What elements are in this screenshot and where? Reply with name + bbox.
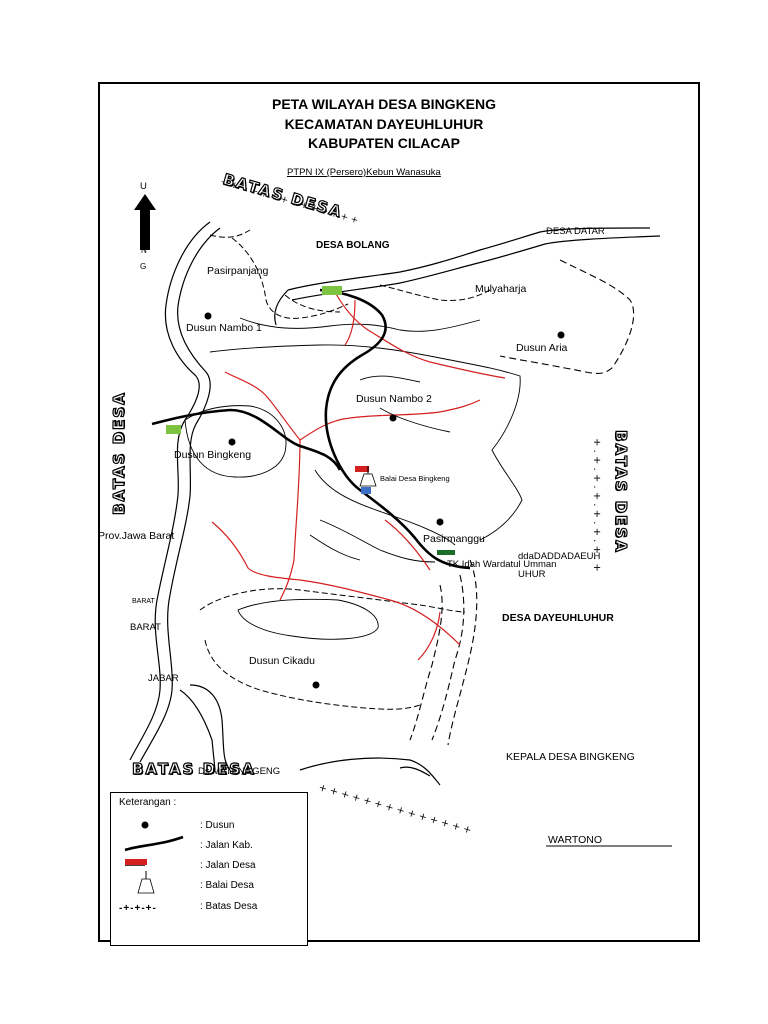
jalan-kab-west (151, 408, 342, 471)
north-label-u: U (140, 181, 147, 192)
legend-label-dusun: : Dusun (200, 820, 235, 831)
desa-datar-label: DESA DATAR (546, 226, 605, 237)
dot-pasirmanggu (436, 518, 444, 526)
legend-label-jalan-kab: : Jalan Kab. (200, 840, 253, 851)
south-boundary-2 (399, 766, 431, 777)
dusun-cikadu-label: Dusun Cikadu (249, 655, 315, 667)
pasirpanjang-label: Pasirpanjang (207, 265, 269, 277)
desa-bolang-label: DESA BOLANG (316, 240, 390, 251)
jalan-desa-6 (384, 519, 431, 571)
title-line-2: KECAMATAN DAYEUHLUHUR (284, 116, 484, 132)
desa-dayeuhluhur-label: DESA DAYEUHLUHUR (502, 612, 614, 624)
legend-jalan-kab-icon (124, 835, 184, 852)
batas-desa-right-line: + . + . + . + . + . + . + . + (591, 438, 602, 572)
legend-title: Keterangan : (119, 797, 177, 808)
dusun-boundary-f (209, 229, 251, 238)
jalan-desa-7 (344, 299, 356, 346)
balai-desa-icon (355, 466, 377, 494)
svg-text:+ . + . + . + . + . + . + . +: + . + . + . + . + . + . + . + (591, 438, 602, 572)
dusun-boundary-e (204, 639, 421, 710)
east-boundary-dashed-2 (431, 574, 465, 741)
north-arrow-icon (134, 194, 156, 250)
dot-cikadu (312, 681, 320, 689)
wartono-label: WARTONO (548, 834, 603, 846)
contour-6 (309, 534, 361, 561)
green-marker-west (166, 425, 181, 434)
dot-nambo1 (204, 312, 212, 320)
contour-8 (359, 375, 421, 383)
dot-aria (557, 331, 565, 339)
contour-2 (209, 344, 523, 541)
village-boundary-outer (129, 221, 211, 761)
green-marker-north (322, 286, 342, 295)
pasirmanggu-label: Pasirmanggu (423, 533, 485, 545)
map-frame (98, 82, 700, 942)
contour-7 (237, 598, 379, 640)
mulyaharja-label: Mulyaharja (475, 283, 527, 295)
dusun-nambo1-label: Dusun Nambo 1 (186, 322, 262, 334)
ds-matenggeng-label: Ds.MATENGGENG (198, 766, 281, 777)
barat-label-2: BARAT (130, 622, 161, 633)
batas-desa-bottom-line: + + + + + + + + + + + + + + (317, 782, 473, 836)
west-boundary-lower (179, 689, 216, 771)
legend-label-batas-desa: : Batas Desa (200, 901, 258, 912)
contour-3 (184, 405, 287, 478)
batas-desa-bottom: BATAS DESA (131, 759, 256, 778)
dusun-nambo2-label: Dusun Nambo 2 (356, 393, 432, 405)
legend-jalan-desa-icon (125, 859, 147, 865)
title-line-3: KABUPATEN CILACAP (308, 135, 460, 151)
legend-box: Keterangan : -+-+-+- : Dusun : Jalan Kab… (110, 792, 308, 946)
legend-balai-desa-icon (137, 871, 155, 894)
tk-label: TK Idah Wardatul Umman (447, 559, 557, 570)
dusun-boundary-a (231, 237, 349, 319)
jalan-desa-2 (224, 371, 301, 441)
barat-label-1: BARAT (132, 598, 155, 605)
batas-desa-right: BATAS DESA (611, 429, 630, 554)
south-boundary (299, 757, 441, 786)
prov-jabar-label: Prov.Jawa Barat (98, 530, 175, 542)
dusun-boundary-c (284, 294, 341, 313)
legend-border-icon: -+-+-+- (119, 903, 157, 914)
north-road-2 (291, 235, 661, 301)
north-road-3 (274, 289, 289, 326)
village-boundary-inner (139, 227, 221, 763)
east-boundary-dashed-3 (409, 584, 443, 741)
dot-nambo2 (389, 414, 397, 422)
jalan-desa-5 (211, 521, 461, 646)
legend-label-balai-desa: : Balai Desa (200, 880, 254, 891)
contour-9 (379, 407, 451, 433)
contour-5 (319, 519, 436, 563)
jalan-desa-8 (417, 611, 441, 661)
dda-label: ddaDADDADAEUH (518, 551, 601, 562)
east-boundary-dashed (499, 259, 635, 374)
legend-label-jalan-desa: : Jalan Desa (200, 860, 256, 871)
legend-dot-icon (141, 821, 149, 829)
pasirmanggu-marker (437, 550, 455, 555)
jalan-kab-main (319, 288, 471, 570)
jalan-desa-1 (334, 291, 506, 379)
title-line-1: PETA WILAYAH DESA BINGKENG (271, 96, 497, 112)
dusun-boundary-b (379, 284, 491, 301)
dusun-boundary-d (199, 588, 466, 613)
jalan-desa-3 (279, 439, 301, 601)
svg-text:+ + + + + + + + + + + + + +: + + + + + + + + + + + + + + (317, 782, 473, 836)
uhur-label: UHUR (518, 569, 546, 580)
ptpn-label: PTPN IX (Persero)Kebun Wanasuka (287, 167, 441, 178)
north-label-n: N (141, 246, 147, 255)
jabar-label: JABAR (148, 673, 179, 684)
west-boundary-lower-2 (189, 684, 231, 771)
dusun-bingkeng-label: Dusun Bingkeng (174, 449, 252, 461)
dot-bingkeng (228, 438, 236, 446)
kepala-desa-label: KEPALA DESA BINGKENG (506, 751, 635, 763)
dusun-aria-label: Dusun Aria (516, 342, 568, 354)
north-label-g: G (140, 262, 147, 271)
legend-symbols (124, 821, 184, 894)
north-road-1 (287, 227, 651, 291)
balai-desa-label: Balai Desa Bingkeng (380, 474, 450, 483)
east-boundary-dashed-4 (447, 559, 478, 746)
batas-desa-left: BATAS DESA (109, 391, 128, 516)
contour-1 (239, 317, 481, 332)
